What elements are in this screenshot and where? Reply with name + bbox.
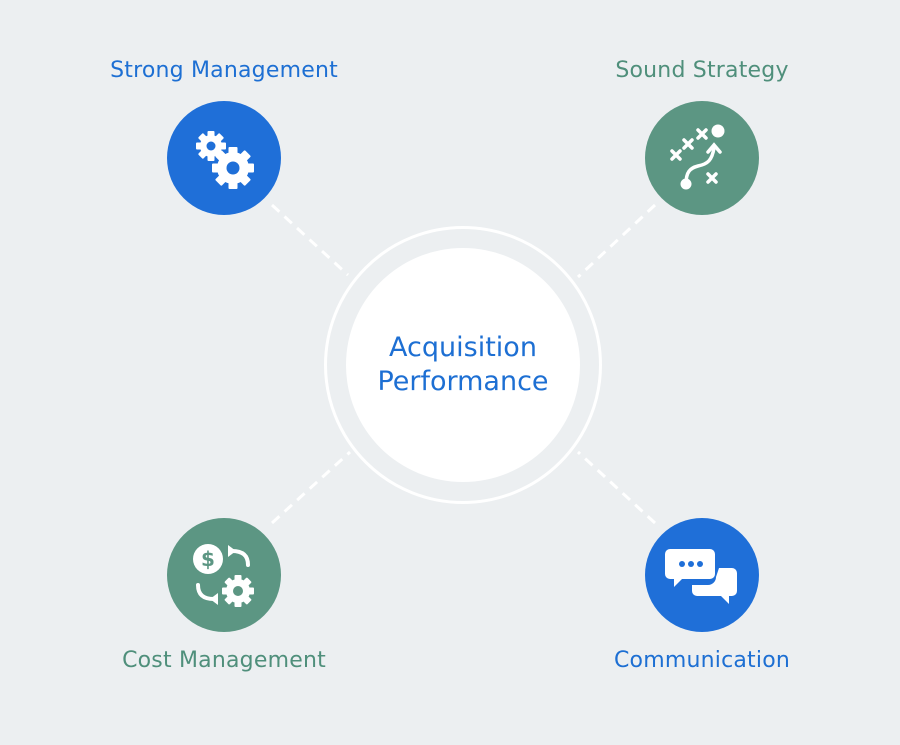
node-sound-strategy [645, 101, 759, 215]
gears-icon [196, 131, 254, 189]
connector-cost-management [270, 450, 352, 525]
node-cost-management: $ [167, 518, 281, 632]
svg-text:$: $ [201, 547, 215, 571]
label-communication: Communication [613, 648, 791, 673]
node-communication [645, 518, 759, 632]
node-strong-management [167, 101, 281, 215]
connector-strong-management [270, 203, 350, 277]
label-strong-management: Strong Management [110, 58, 338, 83]
label-cost-management: Cost Management [122, 648, 326, 673]
connector-communication [576, 450, 657, 525]
hub-title: Acquisition Performance [377, 332, 549, 397]
label-sound-strategy: Sound Strategy [615, 58, 789, 83]
hub-ring [324, 226, 602, 504]
connector-sound-strategy [576, 203, 657, 279]
hub-circle: Acquisition Performance [346, 248, 580, 482]
strategy-play-icon [670, 124, 725, 190]
cost-cycle-icon: $ [193, 544, 254, 607]
chat-bubbles-icon [665, 549, 737, 604]
